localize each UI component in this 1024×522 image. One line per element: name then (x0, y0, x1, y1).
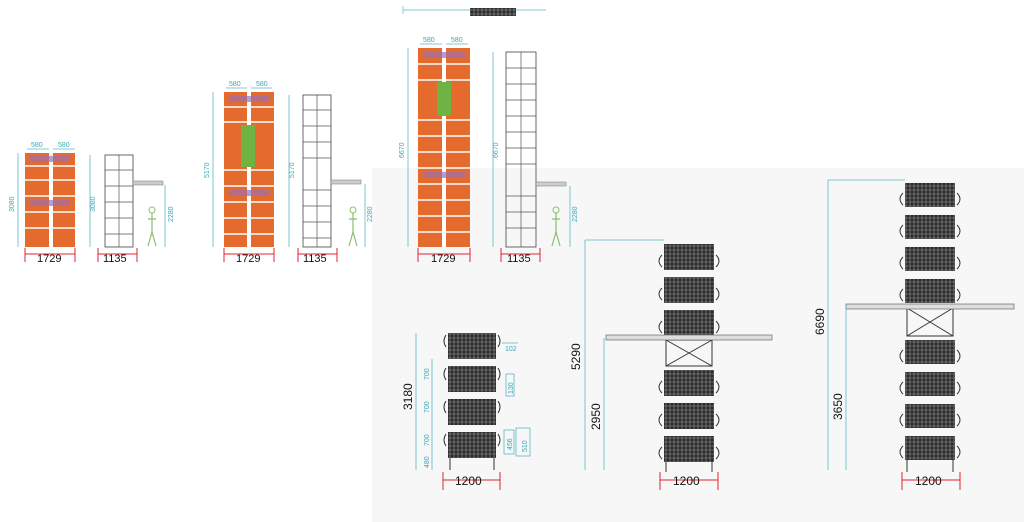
stack6-total-height: 5290 (569, 343, 583, 370)
top-dim-a-large: 580 (423, 37, 435, 44)
front-view-small: 3080 580 580 1729 (9, 142, 76, 265)
stack4-tier3: 700 (424, 434, 431, 446)
top-dim-a-small: 580 (31, 142, 43, 149)
stack6-walkway-height: 2950 (589, 403, 603, 430)
side-view-large: 6670 2280 1135 (492, 51, 579, 265)
stack-6-tier: 5290 2950 1200 (569, 239, 773, 490)
stack4-base: 480 (424, 456, 431, 468)
stack4-tier1: 700 (424, 368, 431, 380)
stack4-low-b: 510 (522, 440, 529, 452)
front-width-medium: 1729 (236, 253, 260, 265)
stack8-walkway-height: 3650 (831, 393, 845, 420)
side-width-large: 1135 (507, 253, 531, 265)
front-width-small: 1729 (37, 253, 61, 265)
stack4-top-gap: 102 (505, 346, 517, 353)
walk-height-medium: 2280 (367, 206, 374, 222)
stack8-total-height: 6690 (813, 308, 827, 335)
walk-height-small: 2280 (168, 206, 175, 222)
stack8-width: 1200 (915, 474, 942, 488)
side-view-medium: 5170 2280 1135 (288, 94, 374, 265)
stack4-mid-gap: 130 (508, 382, 515, 394)
top-dim-a-medium: 580 (229, 81, 241, 88)
side-height-small: 3080 (90, 196, 97, 212)
side-view-small: 3080 2280 1135 (89, 154, 175, 265)
stack4-width: 1200 (455, 474, 482, 488)
top-dim-b-medium: 580 (256, 81, 268, 88)
stack4-low-a: 456 (507, 438, 514, 450)
height-label-medium: 5170 (204, 162, 211, 178)
top-thumbnail (402, 6, 546, 16)
height-label-small: 3080 (9, 196, 16, 212)
side-width-small: 1135 (103, 253, 127, 265)
top-dim-b-large: 580 (451, 37, 463, 44)
side-width-medium: 1135 (303, 253, 327, 265)
stack6-width: 1200 (673, 474, 700, 488)
stack-4-tier: 3180 700 700 700 480 102 130 456 510 120… (401, 333, 531, 490)
front-view-medium: 5170 580 580 1729 (204, 81, 275, 265)
stack-8-tier: 6690 3650 1200 (813, 179, 1015, 490)
side-height-large: 6670 (493, 142, 500, 158)
walk-height-large: 2280 (572, 206, 579, 222)
front-view-large: 6670 580 580 1729 (399, 37, 471, 265)
side-height-medium: 5170 (289, 162, 296, 178)
height-label-large: 6670 (399, 142, 406, 158)
stack4-tier2: 700 (424, 401, 431, 413)
top-dim-b-small: 580 (58, 142, 70, 149)
stack4-total-height: 3180 (401, 383, 415, 410)
front-width-large: 1729 (431, 253, 455, 265)
